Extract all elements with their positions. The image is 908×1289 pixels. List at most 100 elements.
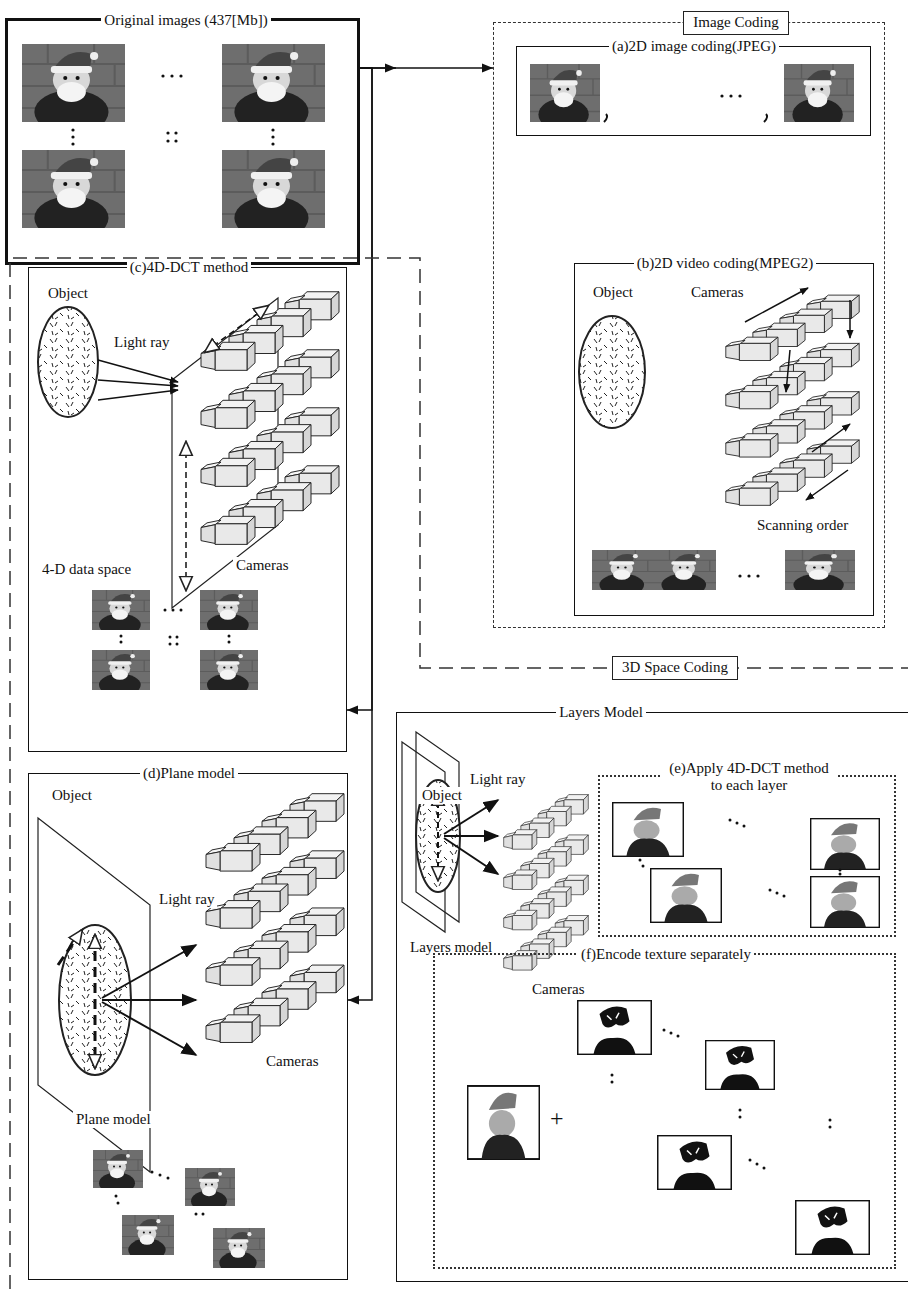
- ellipsis-dots: [115, 1195, 118, 1198]
- layer-planes: [402, 732, 459, 932]
- ellipsis-dots: [120, 635, 123, 638]
- section-title: Image Coding: [683, 11, 788, 34]
- dimension-arrows: [58, 930, 95, 1068]
- ellipsis-dots: [663, 1029, 666, 1032]
- illustration-label: Scanning order: [754, 517, 851, 534]
- method-panel: Layers ModelObjectLight rayLayers modelC…: [396, 712, 908, 1282]
- camera-array: [504, 795, 589, 971]
- separator-marks: [729, 94, 732, 97]
- illustration-label: Light ray: [467, 771, 528, 788]
- light-ray-arrows: [444, 835, 498, 837]
- ellipsis-dots: [739, 1116, 742, 1119]
- ellipsis-dots: [639, 819, 842, 898]
- scanning-arrows: [786, 350, 790, 392]
- video-frames: [592, 550, 855, 596]
- ellipsis-dots: [271, 128, 274, 131]
- ellipsis-dots: [167, 1177, 170, 1180]
- ellipsis-dots: [166, 131, 169, 134]
- ellipsis-dots: [174, 131, 177, 134]
- ellipsis-dots: [169, 643, 172, 646]
- sub-method-box: (e)Apply 4D-DCT method to each layer: [598, 775, 896, 937]
- separator-marks: [738, 94, 741, 97]
- section-title: (a)2D image coding(JPEG): [609, 38, 779, 55]
- ellipsis-dots: [120, 609, 231, 646]
- ellipsis-dots: [228, 641, 231, 644]
- ellipsis-dots: [174, 139, 177, 142]
- region-outline: [10, 258, 908, 1289]
- illustration-label: Cameras: [233, 557, 291, 574]
- ellipsis-dots: [783, 895, 786, 898]
- camera-array: [726, 295, 859, 505]
- illustration-label: Cameras: [263, 1053, 321, 1070]
- separator-marks: [604, 94, 767, 122]
- photo-thumbnails: [222, 44, 325, 134]
- ellipsis-dots: [179, 74, 182, 77]
- ellipsis-dots: [195, 1213, 198, 1216]
- photo-thumbnails: [185, 1168, 235, 1212]
- photo-thumbnails: [213, 1228, 265, 1274]
- ellipsis-dots: [159, 1174, 162, 1177]
- illustration-label: 4-D data space: [39, 561, 134, 578]
- section-title: 3D Space Coding: [612, 656, 738, 679]
- ellipsis-dots: [839, 873, 842, 876]
- layer-thumbnails: [613, 803, 880, 928]
- camera-array: [504, 795, 589, 971]
- photo-thumbnails: [122, 1215, 174, 1261]
- ellipsis-dots: [271, 135, 274, 138]
- ellipsis-dots: [151, 1171, 154, 1174]
- ellipsis-dots: [639, 859, 642, 862]
- section-title: (d)Plane model: [140, 765, 238, 782]
- light-ray-arrows: [444, 800, 498, 834]
- texture-thumbnails: [796, 1201, 870, 1255]
- illustration-label: Cameras: [688, 284, 746, 301]
- ellipsis-dots: [228, 635, 231, 638]
- separator-marks: [764, 114, 767, 122]
- camera-array: [206, 794, 344, 1043]
- dimension-arrows: [205, 306, 268, 352]
- ellipsis-dots: [271, 142, 274, 145]
- video-frames: [785, 550, 855, 596]
- photo-thumbnails: [92, 590, 150, 636]
- light-ray-arrows: [98, 360, 178, 382]
- camera-array: [201, 292, 339, 545]
- ellipsis-dots: [176, 636, 179, 639]
- light-ray-arrows: [102, 1002, 196, 1055]
- coding-region: Image Coding(a)2D image coding(JPEG)(b)2…: [493, 22, 885, 628]
- ellipsis-dots: [71, 142, 74, 145]
- ellipsis-dots: [172, 609, 175, 612]
- connector-arrow: [360, 67, 396, 69]
- section-title: (b)2D video coding(MPEG2): [634, 255, 817, 272]
- texture-thumbnails: [706, 1041, 775, 1090]
- object-ellipse: [579, 316, 645, 428]
- jpeg-thumbnails: [530, 64, 600, 131]
- illustration-label: Object: [49, 787, 95, 804]
- illustration-label: Light ray: [111, 334, 172, 351]
- scanning-arrows: [849, 300, 851, 338]
- ellipsis-dots: [180, 609, 183, 612]
- camera-array: [726, 295, 859, 505]
- scanning-arrows: [812, 424, 850, 452]
- section-title: (e)Apply 4D-DCT method to each layer: [662, 760, 836, 795]
- illustration-label: Object: [45, 285, 91, 302]
- photo-thumbnails: [22, 44, 325, 240]
- ellipsis-dots: [117, 1202, 120, 1205]
- object-ellipse: [38, 307, 98, 417]
- scanning-arrows: [745, 288, 808, 322]
- connector-arrow: [348, 68, 372, 1000]
- separator-marks: [604, 114, 607, 122]
- dimension-arrows: [437, 792, 439, 880]
- object-ellipse: [579, 316, 645, 428]
- ellipsis-dots: [202, 1213, 205, 1216]
- ellipsis-dots: [71, 128, 74, 131]
- photo-thumbnails: [92, 650, 150, 696]
- light-ray-arrows: [102, 945, 196, 1055]
- ellipsis-dots: [756, 1163, 759, 1166]
- light-ray-arrows: [444, 800, 498, 874]
- light-ray-arrows: [98, 390, 178, 400]
- texture-thumbnails: [468, 1086, 540, 1159]
- ellipsis-dots: [738, 574, 741, 577]
- section-title: (c)4D-DCT method: [127, 259, 251, 276]
- layer-thumbnails: [651, 869, 722, 923]
